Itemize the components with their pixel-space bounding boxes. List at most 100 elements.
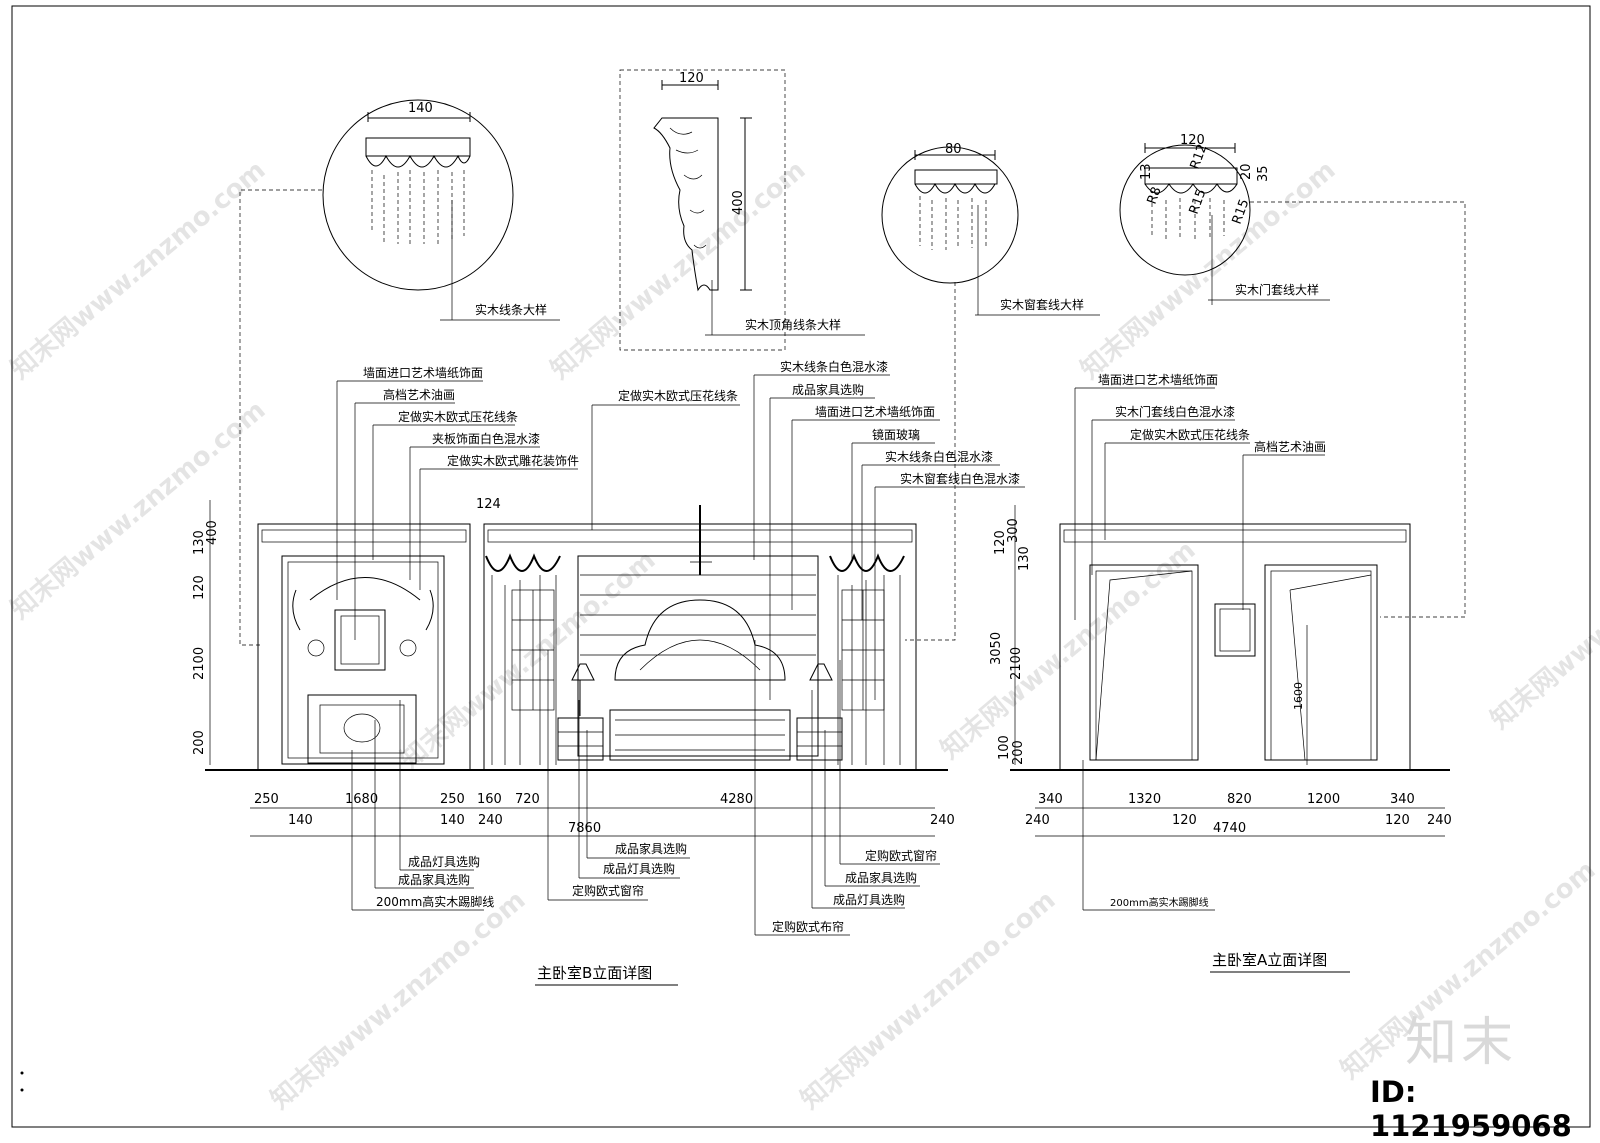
sheet-border: [11, 5, 1591, 1128]
elev-b-callouts-bottom-center: 成品家具选购 成品灯具选购 定购欧式窗帘 定购欧式布帘: [547, 640, 850, 936]
detail-1-label: 实木线条大样: [475, 302, 547, 317]
elev-b-dim-130: 130: [192, 530, 207, 555]
detail-4-dim-w: 120: [1180, 133, 1205, 148]
elev-a-dim-240b: 240: [1427, 813, 1452, 828]
elev-a-dim-100: 100: [997, 735, 1012, 760]
callout: 墙面进口艺术墙纸饰面: [1098, 373, 1218, 387]
watermark: 知末网www.znzmo.com: [1485, 505, 1600, 735]
elev-b-dim-140a: 140: [288, 813, 313, 828]
dot: [20, 1071, 24, 1075]
watermark: 知末网www.znzmo.com: [5, 395, 271, 625]
elev-b-callouts-top-left: 墙面进口艺术墙纸饰面 高档艺术油画 定做实木欧式压花线条 夹板饰面白色混水漆 定…: [336, 366, 579, 640]
elev-b-callouts-bottom-left: 成品灯具选购 成品家具选购 200mm高实木踢脚线: [351, 700, 494, 911]
elev-a-dim-340b: 340: [1390, 792, 1415, 807]
elev-b-dim-total: 7860: [568, 821, 601, 836]
callout: 高档艺术油画: [1254, 439, 1326, 454]
elev-a-dim-820: 820: [1227, 792, 1252, 807]
callout: 定做实木欧式雕花装饰件: [447, 453, 579, 468]
elev-b-dim-120: 120: [192, 575, 207, 600]
elev-a-dim-300: 300: [1006, 518, 1021, 543]
elev-a-dim-1200: 1200: [1307, 792, 1340, 807]
watermark: 知末网www.znzmo.com: [395, 545, 661, 775]
detail-1-molding: 140 实木线条大样: [239, 99, 560, 646]
callout: 定购欧式窗帘: [572, 883, 644, 898]
elev-a-dim-130: 130: [1017, 546, 1032, 571]
elev-b-callouts-bottom-right: 定购欧式窗帘 成品家具选购 成品灯具选购: [811, 660, 940, 909]
elev-b-dim-720: 720: [515, 792, 540, 807]
detail-2-label: 实木顶角线条大样: [745, 317, 841, 332]
callout: 成品灯具选购: [833, 892, 905, 907]
callout: 夹板饰面白色混水漆: [432, 431, 540, 446]
callout: 定做实木欧式压花线条: [1130, 427, 1250, 442]
callout: 成品灯具选购: [603, 861, 675, 876]
callout: 定购欧式窗帘: [865, 848, 937, 863]
elev-b-callout-top-center: 定做实木欧式压花线条: [591, 388, 740, 530]
callout: 成品家具选购: [792, 382, 864, 397]
callout: 200mm高实木踢脚线: [1110, 896, 1209, 909]
callout: 墙面进口艺术墙纸饰面: [815, 405, 935, 419]
elev-b-dim-1680: 1680: [345, 792, 378, 807]
elev-a-dim-total: 4740: [1213, 821, 1246, 836]
elev-b-callouts-top-right: 实木线条白色混水漆 成品家具选购 墙面进口艺术墙纸饰面 镜面玻璃 实木线条白色混…: [753, 359, 1025, 700]
callout: 定做实木欧式压花线条: [618, 388, 738, 403]
callout: 实木窗套线白色混水漆: [900, 471, 1020, 486]
elev-a-dim-120a: 120: [1172, 813, 1197, 828]
callout: 镜面玻璃: [872, 427, 920, 442]
callout: 墙面进口艺术墙纸饰面: [363, 366, 483, 380]
detail-4-d20: 20: [1239, 163, 1254, 180]
callout: 定购欧式布帘: [772, 919, 844, 934]
detail-1-dim: 140: [408, 101, 433, 116]
elev-b-dim-240a: 240: [478, 813, 503, 828]
callout: 实木线条白色混水漆: [780, 359, 888, 374]
callout: 200mm高实木踢脚线: [376, 894, 494, 909]
elevation-b: 130 400 120 2100 200 124 250 1680 250 16…: [192, 359, 1025, 986]
watermark: 知末网www.znzmo.com: [265, 885, 531, 1115]
elev-b-dim-4280: 4280: [720, 792, 753, 807]
elev-a-dim-340a: 340: [1038, 792, 1063, 807]
dot: [20, 1088, 24, 1092]
elev-b-dim-160: 160: [477, 792, 502, 807]
elev-a-dim-120: 120: [993, 530, 1008, 555]
detail-4-r15a: R15: [1187, 187, 1210, 216]
elevation-a: 120 300 130 3050 2100 100 200 1600 340 1…: [989, 373, 1452, 973]
elev-a-dim-1320: 1320: [1128, 792, 1161, 807]
elev-b-dim-250a: 250: [254, 792, 279, 807]
elev-a-dim-120b: 120: [1385, 813, 1410, 828]
elev-b-dim-2100: 2100: [192, 647, 207, 680]
callout: 成品家具选购: [845, 870, 917, 885]
detail-3-label: 实木窗套线大样: [1000, 297, 1084, 312]
detail-4-d35: 35: [1256, 165, 1271, 182]
brand-logo: 知末: [1405, 1013, 1518, 1073]
elev-b-dim-240b: 240: [930, 813, 955, 828]
elev-a-callouts: 墙面进口艺术墙纸饰面 实木门套线白色混水漆 定做实木欧式压花线条 高档艺术油画 …: [1074, 373, 1326, 911]
watermark: 知末网www.znzmo.com: [5, 155, 271, 385]
watermark: 知末网www.znzmo.com: [545, 155, 811, 385]
elev-a-dim-240a: 240: [1025, 813, 1050, 828]
elev-b-dim-140b: 140: [440, 813, 465, 828]
elev-a-dim-1600: 1600: [1292, 682, 1305, 710]
elev-b-dim-124: 124: [476, 497, 501, 512]
watermark: 知末网www.znzmo.com: [935, 535, 1201, 765]
elev-a-dim-3050: 3050: [989, 632, 1004, 665]
callout: 实木门套线白色混水漆: [1115, 404, 1235, 419]
detail-4-d13: 13: [1139, 163, 1154, 180]
asset-id-label: ID: 1121959068: [1370, 1075, 1572, 1143]
elev-a-dim-2100: 2100: [1009, 647, 1024, 680]
callout: 定做实木欧式压花线条: [398, 409, 518, 424]
elev-b-dim-250b: 250: [440, 792, 465, 807]
detail-4-r8: R8: [1145, 185, 1165, 206]
detail-3-window-casing: 80 实木窗套线大样: [881, 142, 1100, 641]
detail-2-dim-h: 400: [731, 190, 746, 215]
elev-b-dim-400: 400: [205, 520, 220, 545]
elevation-b-title: 主卧室B立面详图: [537, 964, 652, 982]
elevation-a-title: 主卧室A立面详图: [1212, 951, 1327, 969]
callout: 高档艺术油画: [383, 387, 455, 402]
elev-b-dim-200: 200: [192, 730, 207, 755]
callout: 成品家具选购: [398, 872, 470, 887]
elev-a-dim-200: 200: [1011, 740, 1026, 765]
detail-3-dim: 80: [945, 142, 962, 157]
callout: 成品家具选购: [615, 841, 687, 856]
detail-2-crown: 120 400 实木顶角线条大样: [619, 69, 865, 351]
callout: 实木线条白色混水漆: [885, 449, 993, 464]
